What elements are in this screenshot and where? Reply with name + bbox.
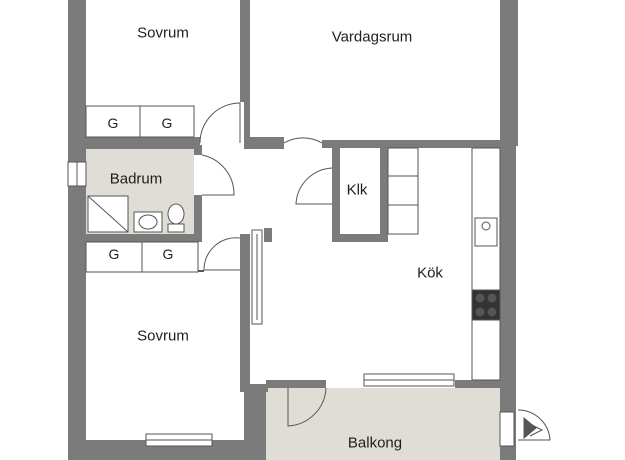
outer-wall-right	[500, 0, 518, 146]
balcony-floor	[266, 388, 502, 460]
wardrobes	[85, 105, 199, 273]
room-label-balkong: Balkong	[347, 434, 403, 452]
wall-sovrum-bottom-right	[240, 234, 250, 384]
wardrobe-top-2	[139, 105, 195, 138]
wardrobe-label: G	[161, 115, 173, 131]
kitchen-fixtures	[387, 147, 501, 381]
toilet-tank	[167, 223, 185, 233]
wall-sovrum-vardagsrum	[240, 0, 250, 102]
bathroom-fixtures	[87, 195, 185, 233]
wardrobe-label: G	[108, 246, 120, 262]
bathroom-wall-right	[194, 145, 202, 155]
wardrobe-bottom-2	[141, 241, 199, 273]
room-label-vardagsrum: Vardagsrum	[331, 28, 413, 46]
door-balkong	[287, 387, 327, 427]
door-sovrum-top	[199, 102, 241, 144]
bathroom-wall-bottom	[86, 234, 202, 242]
room-label-klk: Klk	[346, 181, 368, 199]
stove	[471, 289, 501, 321]
room-label-sovrum-bottom: Sovrum	[137, 327, 189, 345]
kitchen-counter	[471, 147, 501, 381]
door-badrum	[201, 154, 235, 196]
closet-wall-right	[380, 147, 388, 242]
door-entrance	[517, 409, 551, 441]
partitions	[251, 229, 263, 325]
room-label-badrum: Badrum	[109, 170, 163, 188]
doors	[199, 102, 551, 441]
outer-wall-left	[68, 0, 86, 460]
window-right-balcony	[499, 411, 515, 447]
wall-above-balcony	[266, 380, 326, 388]
pantry-shelves	[387, 147, 419, 235]
kitchen-sink	[474, 217, 498, 247]
door-sovrum-bottom	[203, 237, 241, 271]
closet-wall-left	[332, 147, 340, 242]
door-vardagsrum	[283, 137, 323, 144]
closet-wall-bottom	[332, 234, 388, 242]
wardrobe-bottom-1	[85, 241, 143, 273]
wardrobe-label: G	[107, 115, 119, 131]
wardrobe-label: G	[162, 246, 174, 262]
windows	[145, 373, 515, 447]
wall-top-corridor	[86, 137, 200, 149]
room-label-sovrum-top: Sovrum	[137, 24, 189, 42]
room-label-kok: Kök	[417, 264, 443, 282]
floor-fills	[86, 149, 502, 460]
door-klk	[295, 167, 333, 205]
toilet-bowl	[167, 203, 185, 225]
wardrobe-top-1	[85, 105, 141, 138]
